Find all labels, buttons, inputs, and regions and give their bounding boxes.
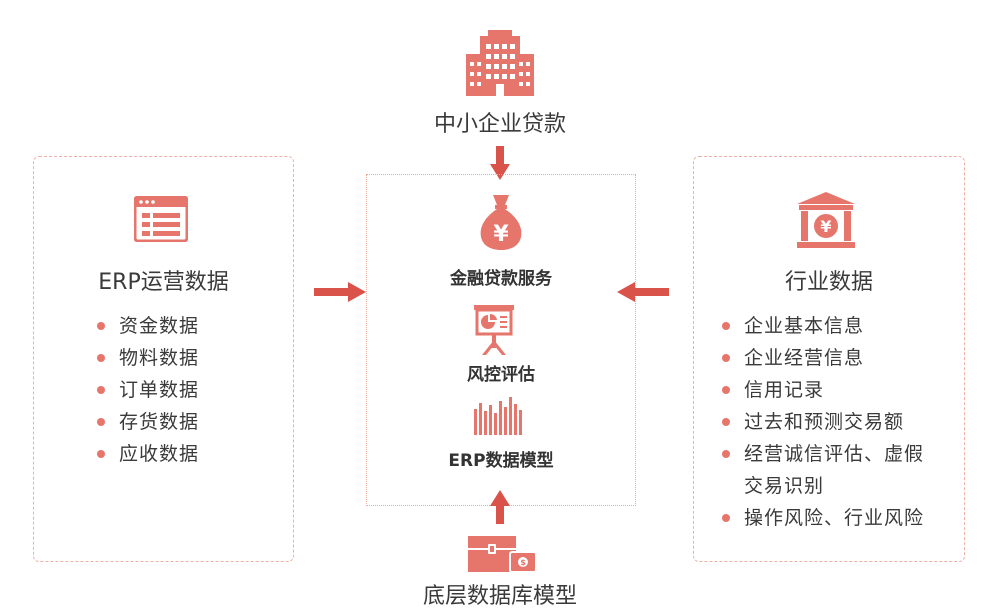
center-step-label: 金融贷款服务 (450, 269, 552, 289)
right-panel (693, 156, 965, 562)
bar-chart-icon (474, 397, 522, 435)
list-item: 企业基本信息 (722, 310, 957, 342)
arrow-left-icon (617, 282, 669, 302)
list-item: 操作风险、行业风险 (722, 502, 957, 534)
bottom-label: 底层数据库模型 (422, 584, 577, 609)
svg-text:$: $ (520, 558, 526, 567)
list-item: 经营诚信评估、虚假 交易识别 (722, 438, 957, 502)
list-item: 订单数据 (97, 374, 199, 406)
treasure-chest-icon: $ (468, 536, 537, 573)
arrow-right-icon (314, 282, 366, 302)
svg-text:¥: ¥ (493, 222, 509, 247)
top-label: 中小企业贷款 (433, 112, 566, 137)
list-item: 物料数据 (97, 342, 199, 374)
building-icon (466, 30, 534, 96)
top-section: 中小企业贷款 (400, 30, 600, 140)
bank-icon: ¥ (797, 192, 855, 248)
presentation-chart-icon (474, 305, 514, 355)
list-item: 过去和预测交易额 (722, 406, 957, 438)
list-item: 企业经营信息 (722, 342, 957, 374)
left-panel-title: ERP运营数据 (98, 270, 229, 295)
list-item: 存货数据 (97, 406, 199, 438)
list-item: 信用记录 (722, 374, 957, 406)
browser-window-icon (134, 196, 188, 242)
money-bag-icon: ¥ (480, 195, 522, 250)
list-item: 资金数据 (97, 310, 199, 342)
center-step-label: 风控评估 (467, 365, 535, 385)
center-step-label: ERP数据模型 (448, 451, 554, 471)
arrow-down-icon (490, 146, 510, 180)
left-panel-list: 资金数据 物料数据 订单数据 存货数据 应收数据 (97, 310, 199, 470)
arrow-up-icon (490, 490, 510, 524)
right-panel-list: 企业基本信息 企业经营信息 信用记录 过去和预测交易额 经营诚信评估、虚假 交易… (722, 310, 957, 534)
svg-text:¥: ¥ (820, 217, 831, 236)
list-item: 应收数据 (97, 438, 199, 470)
right-panel-title: 行业数据 (784, 270, 873, 295)
left-panel (33, 156, 294, 562)
